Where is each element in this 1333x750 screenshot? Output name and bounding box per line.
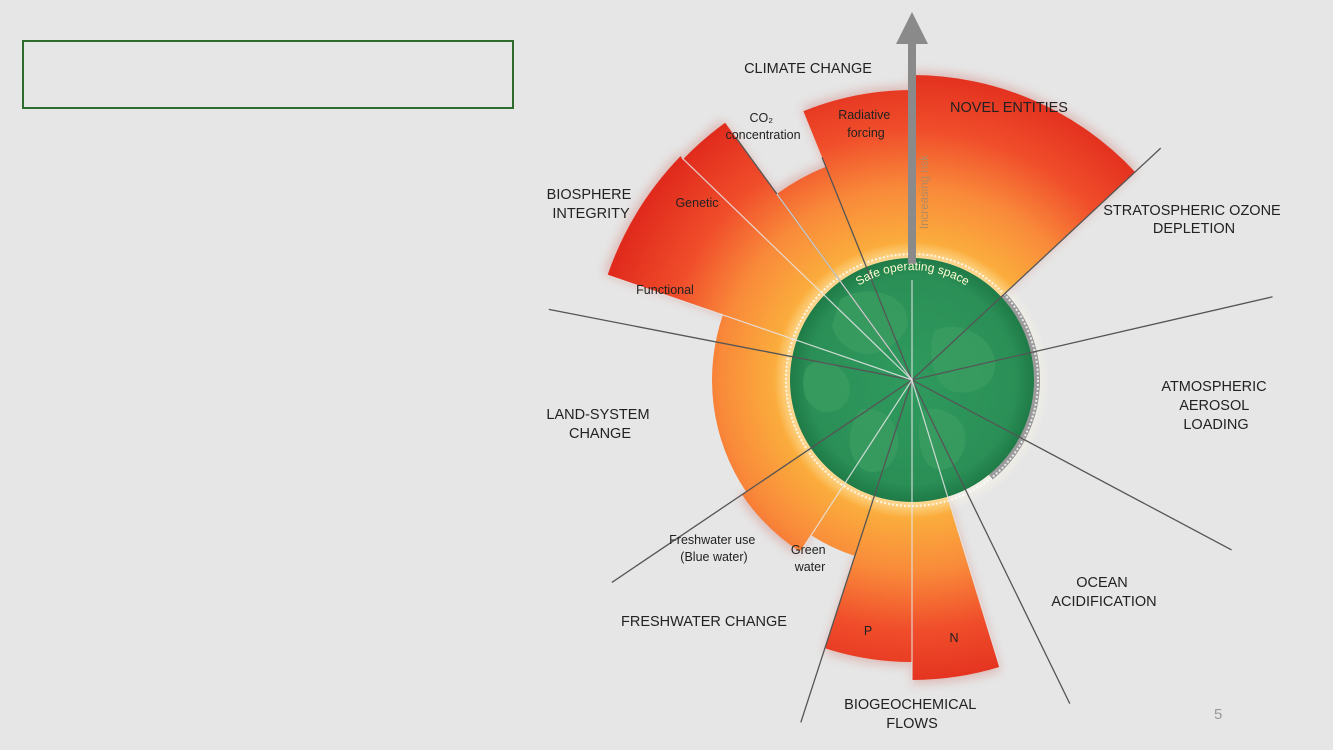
land-system-change-label: LAND-SYSTEM CHANGE xyxy=(546,407,653,442)
boundary-spokes xyxy=(548,136,1273,723)
boundary-spoke-3 xyxy=(911,379,1071,704)
radiative-forcing-label: Radiative forcing xyxy=(838,108,894,140)
biogeochemical-flows-label: BIOGEOCHEMICAL FLOWS xyxy=(844,697,980,732)
boundary-spoke-5 xyxy=(611,379,913,583)
increasing-risk-label: Increasing risk xyxy=(919,155,931,229)
boundary-spoke-1 xyxy=(911,296,1273,381)
biosphere-integrity-label: BIOSPHERE INTEGRITY xyxy=(547,187,636,222)
genetic-diversity-label: Genetic xyxy=(675,196,718,210)
boundary-spoke-2 xyxy=(911,379,1232,551)
boundary-spoke-8 xyxy=(821,157,913,381)
sub-divider-3 xyxy=(607,274,913,381)
boundary-spoke-4 xyxy=(800,379,913,723)
climate-change-label: CLIMATE CHANGE xyxy=(744,61,872,77)
page-number: 5 xyxy=(1214,706,1223,723)
continent-shape-3 xyxy=(931,326,996,393)
nitrogen-label: N xyxy=(949,631,958,645)
boundary-spoke-0 xyxy=(911,147,1162,381)
sub-divider-0 xyxy=(911,379,1001,668)
ocean-acidification-label: OCEAN ACIDIFICATION xyxy=(1051,575,1156,610)
functional-integrity-label: Functional xyxy=(636,283,694,297)
aerosol-label: ATMOSPHERIC AEROSOL LOADING xyxy=(1161,379,1270,433)
risk-arrow-head xyxy=(896,12,928,44)
increasing-risk-arrow xyxy=(896,12,928,264)
boundary-spoke-6 xyxy=(548,308,913,381)
sub-divider-4 xyxy=(681,157,913,381)
sub-divider-5 xyxy=(776,193,913,381)
novel-entities-label: NOVEL ENTITIES xyxy=(950,100,1068,116)
sub-divider-2 xyxy=(799,379,913,553)
slide-title-box[interactable] xyxy=(22,40,514,109)
phosphorus-label: P xyxy=(864,624,872,638)
continent-shape-1 xyxy=(803,361,850,413)
risk-arrow-shaft xyxy=(908,36,916,264)
green-water-label: Green water xyxy=(791,543,829,574)
co2-concentration-label: CO₂ concentration xyxy=(725,111,800,142)
ozone-label: STRATOSPHERIC OZONE DEPLETION xyxy=(1103,203,1285,237)
freshwater-change-label: FRESHWATER CHANGE xyxy=(621,614,787,630)
continent-shape-4 xyxy=(918,409,966,470)
continent-shape-2 xyxy=(849,409,899,473)
blue-water-label: Freshwater use (Blue water) xyxy=(669,533,759,564)
